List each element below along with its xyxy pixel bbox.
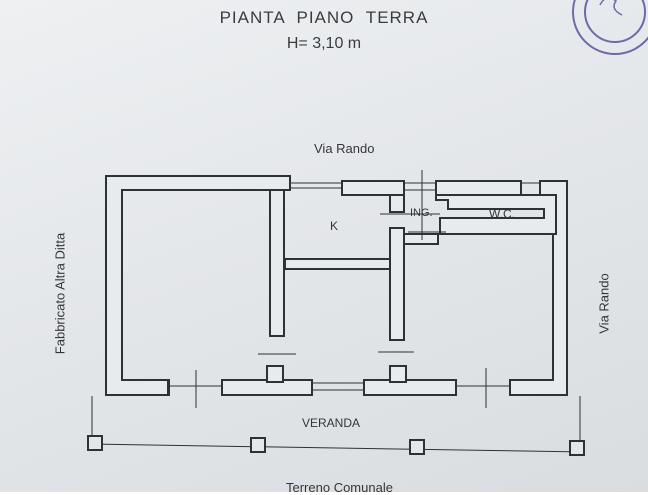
adjacent-building-label: Fabbricato Altra Ditta xyxy=(52,232,68,355)
openings xyxy=(168,170,540,408)
pillar xyxy=(250,437,266,453)
pillar xyxy=(569,440,585,456)
street-top-label: Via Rando xyxy=(314,141,375,156)
veranda xyxy=(87,396,586,456)
room-entrance-label: ING. xyxy=(410,207,433,219)
plan-title: PIANTA PIANO TERRA xyxy=(219,8,429,27)
room-wc-label: W.C. xyxy=(489,207,515,221)
room-kitchen-label: K xyxy=(330,219,339,233)
pillar xyxy=(409,439,425,455)
bottom-land-label: Terreno Comunale xyxy=(286,480,393,495)
pillar xyxy=(87,435,103,451)
veranda-label: VERANDA xyxy=(302,416,361,430)
street-right-label: Via Rando xyxy=(596,273,612,334)
walls xyxy=(105,175,568,396)
ceiling-height: H= 3,10 m xyxy=(286,35,362,52)
stamp xyxy=(572,0,648,55)
